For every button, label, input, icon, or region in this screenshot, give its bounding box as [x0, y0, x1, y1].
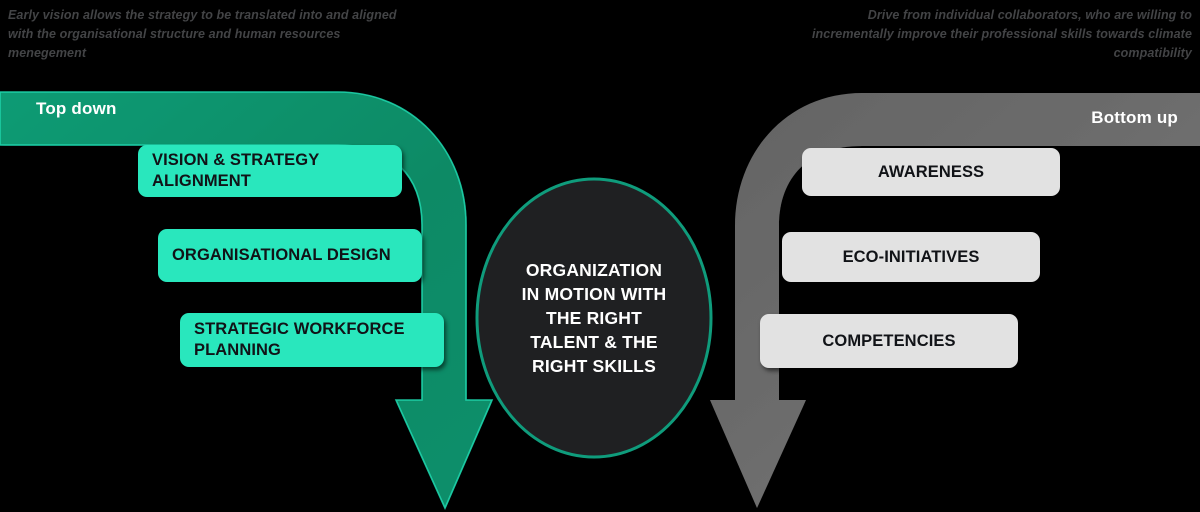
left-caption: Early vision allows the strategy to be t… — [8, 8, 397, 60]
bottom-up-box-competencies[interactable]: COMPETENCIES — [760, 314, 1018, 368]
right-caption: Drive from individual collaborators, who… — [811, 8, 1192, 60]
bottom-up-flow-arrow — [710, 93, 1200, 508]
center-circle — [475, 177, 713, 459]
bottom-up-box-eco-initiatives[interactable]: ECO-INITIATIVES — [782, 232, 1040, 282]
bottom-up-box-awareness[interactable]: AWARENESS — [802, 148, 1060, 196]
top-down-box-organisational-design[interactable]: ORGANISATIONAL DESIGN — [158, 229, 422, 282]
top-down-box-vision-strategy-alignment[interactable]: VISION & STRATEGY ALIGNMENT — [138, 145, 402, 197]
top-down-box-strategic-workforce-planning[interactable]: STRATEGIC WORKFORCE PLANNING — [180, 313, 444, 367]
top-down-label: Top down — [36, 99, 117, 118]
bottom-up-label: Bottom up — [1091, 108, 1178, 127]
